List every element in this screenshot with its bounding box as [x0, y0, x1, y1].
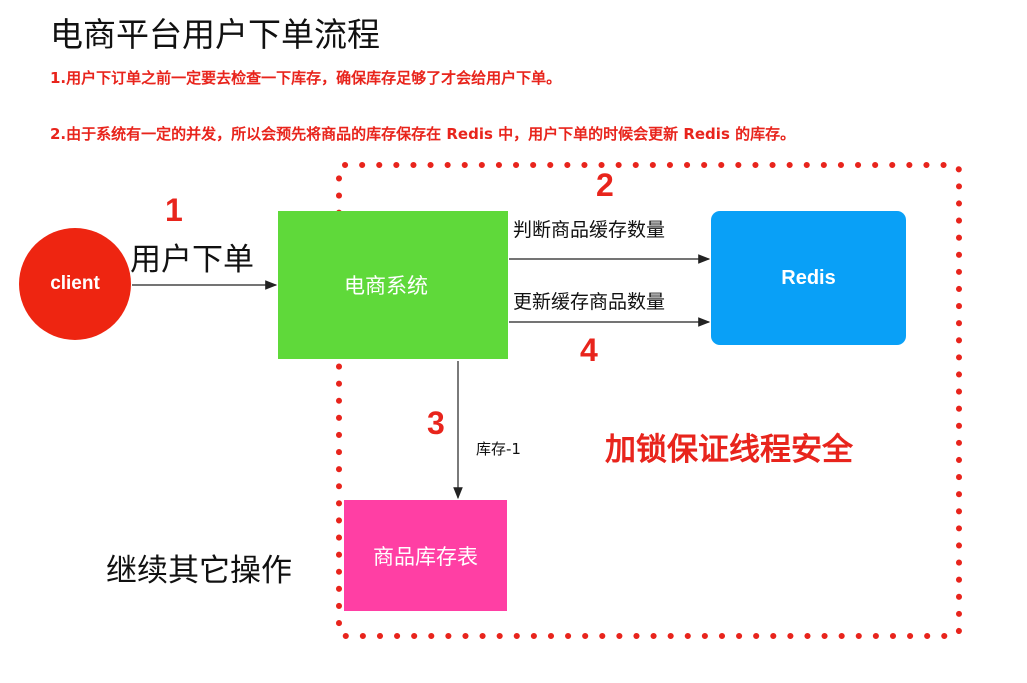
step-1-number: 1: [165, 192, 183, 228]
redis-node: Redis: [711, 211, 906, 345]
stock-table-node: 商品库存表: [344, 500, 507, 611]
note-2: 2.由于系统有一定的并发，所以会预先将商品的库存保存在 Redis 中，用户下单…: [50, 125, 796, 143]
update-stock-label: 更新缓存商品数量: [513, 291, 666, 313]
user-order-label: 用户下单: [130, 242, 254, 278]
diagram-title: 电商平台用户下单流程: [50, 15, 380, 54]
check-stock-label: 判断商品缓存数量: [513, 219, 666, 241]
step-2-number: 2: [596, 167, 614, 203]
note-1: 1.用户下订单之前一定要去检查一下库存，确保库存足够了才会给用户下单。: [50, 69, 562, 87]
continue-other-ops-label: 继续其它操作: [106, 553, 292, 589]
decrement-label: 库存-1: [476, 440, 521, 458]
step-4-number: 4: [580, 332, 598, 368]
lock-thread-safety-label: 加锁保证线程安全: [605, 432, 853, 468]
lock-region: [336, 162, 962, 639]
ecommerce-system-node: 电商系统: [278, 211, 508, 359]
client-node: client: [19, 228, 131, 340]
step-3-number: 3: [427, 405, 445, 441]
